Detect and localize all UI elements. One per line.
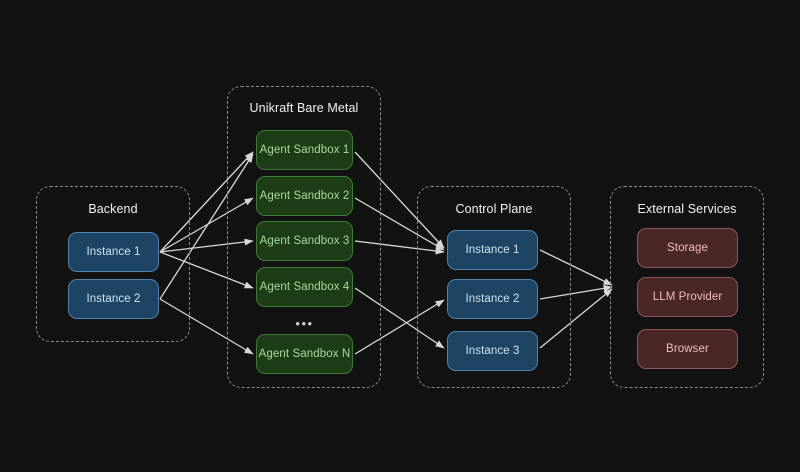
group-title-backend: Backend	[88, 202, 138, 216]
node-label-backend-instance-1: Instance 1	[86, 246, 141, 258]
ellipsis-unikraft-bare-metal: •••	[295, 316, 314, 331]
node-label-llm-provider: LLM Provider	[652, 291, 723, 303]
node-control-plane-instance-3[interactable]: Instance 3	[447, 331, 538, 371]
node-label-agent-sandbox-4: Agent Sandbox 4	[259, 281, 350, 293]
node-backend-instance-1[interactable]: Instance 1	[68, 232, 159, 272]
node-agent-sandbox-4[interactable]: Agent Sandbox 4	[256, 267, 353, 307]
node-label-backend-instance-2: Instance 2	[86, 293, 141, 305]
group-external-services	[610, 186, 764, 388]
node-label-agent-sandbox-2: Agent Sandbox 2	[259, 190, 350, 202]
node-backend-instance-2[interactable]: Instance 2	[68, 279, 159, 319]
node-browser[interactable]: Browser	[637, 329, 738, 369]
node-control-plane-instance-1[interactable]: Instance 1	[447, 230, 538, 270]
node-label-storage: Storage	[667, 242, 708, 254]
group-title-external-services: External Services	[637, 202, 737, 216]
node-agent-sandbox-3[interactable]: Agent Sandbox 3	[256, 221, 353, 261]
node-label-control-plane-instance-1: Instance 1	[465, 244, 520, 256]
node-control-plane-instance-2[interactable]: Instance 2	[447, 279, 538, 319]
group-unikraft-bare-metal	[227, 86, 381, 388]
node-label-agent-sandbox-1: Agent Sandbox 1	[259, 144, 350, 156]
group-title-unikraft-bare-metal: Unikraft Bare Metal	[249, 101, 359, 115]
node-label-agent-sandbox-n: Agent Sandbox N	[258, 348, 351, 360]
node-label-control-plane-instance-3: Instance 3	[465, 345, 520, 357]
node-agent-sandbox-n[interactable]: Agent Sandbox N	[256, 334, 353, 374]
group-backend	[36, 186, 190, 342]
group-title-control-plane: Control Plane	[455, 202, 533, 216]
node-agent-sandbox-1[interactable]: Agent Sandbox 1	[256, 130, 353, 170]
node-label-control-plane-instance-2: Instance 2	[465, 293, 520, 305]
node-agent-sandbox-2[interactable]: Agent Sandbox 2	[256, 176, 353, 216]
node-label-agent-sandbox-3: Agent Sandbox 3	[259, 235, 350, 247]
node-label-browser: Browser	[666, 343, 709, 355]
node-llm-provider[interactable]: LLM Provider	[637, 277, 738, 317]
group-control-plane	[417, 186, 571, 388]
node-storage[interactable]: Storage	[637, 228, 738, 268]
